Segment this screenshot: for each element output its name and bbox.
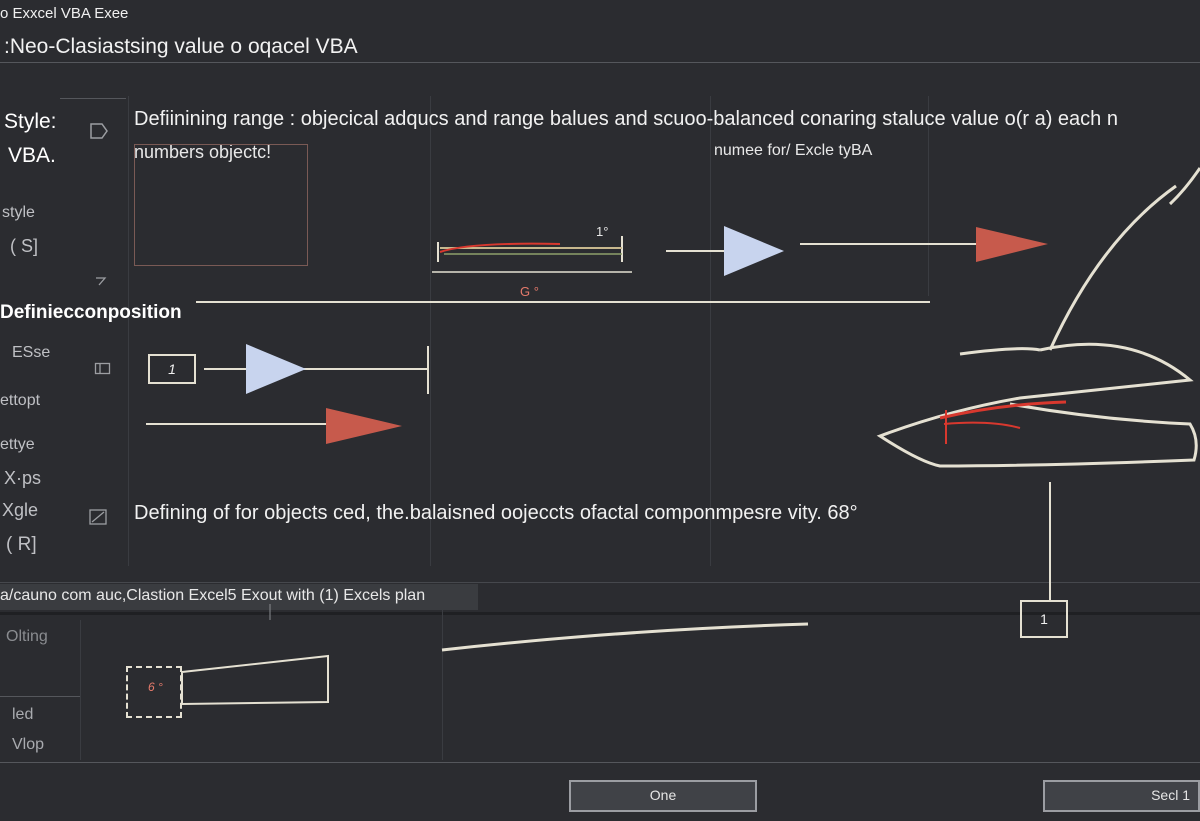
sidebar-xgle[interactable]: Xgle bbox=[2, 500, 39, 520]
bottom-divider bbox=[0, 762, 1200, 763]
freeform-sketch bbox=[876, 167, 1200, 468]
chevron-icon bbox=[96, 277, 107, 286]
blue-arrow-middle bbox=[204, 344, 429, 394]
right-number-box[interactable]: 1 bbox=[1020, 600, 1068, 638]
window-title: o Exxcel VBA Exee bbox=[0, 5, 129, 22]
sidebar-xps[interactable]: X·ps bbox=[4, 468, 42, 488]
sidebar-bracket-s: ( S] bbox=[10, 236, 39, 256]
lower-vline-2 bbox=[442, 600, 443, 760]
grid-vline-2 bbox=[430, 96, 431, 566]
content-line-2-right: numee for/ Excle tyBA bbox=[714, 142, 873, 159]
content-divider bbox=[0, 582, 1200, 583]
sidebar-section-title: Definiecconposition bbox=[0, 302, 182, 323]
marker-top: 1° bbox=[596, 224, 609, 239]
sidebar-ettopt[interactable]: ettopt bbox=[0, 392, 41, 409]
footer-strip-text: a/cauno com auc,Clastion Excel5 Exout wi… bbox=[0, 587, 426, 604]
secl-button[interactable]: Secl 1 bbox=[1043, 780, 1200, 812]
marker-g: G ° bbox=[520, 284, 539, 299]
sidebar-style-label: Style: bbox=[4, 110, 57, 133]
lower-side-item-2[interactable]: led bbox=[12, 706, 34, 723]
sidebar-vba-label: VBA. bbox=[8, 144, 56, 167]
footer-strip-bg bbox=[0, 584, 478, 610]
grid-vline-1 bbox=[128, 96, 129, 566]
page-subtitle: :Neo-Clasiastsing value o oqacel VBA bbox=[4, 35, 358, 58]
red-arrow-middle bbox=[146, 408, 402, 444]
one-button[interactable]: One bbox=[569, 780, 757, 812]
blue-arrow-top bbox=[666, 226, 784, 276]
content-line-2-left: numbers objectc! bbox=[134, 142, 272, 162]
footer-strip-divider bbox=[0, 612, 1200, 615]
grid-vline-3 bbox=[710, 96, 711, 566]
lower-diagonal bbox=[441, 622, 809, 652]
defining-line: Defining of for objects ced, the.balaisn… bbox=[134, 502, 858, 524]
side-divider-top bbox=[60, 98, 126, 99]
lower-side-item-1[interactable]: Olting bbox=[6, 628, 48, 645]
lower-side-item-3[interactable]: Vlop bbox=[12, 736, 45, 753]
edit-icon[interactable] bbox=[88, 508, 110, 526]
panel-icon[interactable] bbox=[94, 362, 112, 376]
sidebar-ettye[interactable]: ettye bbox=[0, 436, 35, 453]
sidebar-bracket-r: ( R] bbox=[6, 534, 37, 555]
content-line-1: Defiinining range : objecical adqucs and… bbox=[134, 108, 1118, 130]
number-box[interactable]: 1 bbox=[148, 354, 196, 384]
range-bar bbox=[432, 236, 632, 273]
lower-vline-1 bbox=[80, 620, 81, 760]
funnel-shape bbox=[181, 654, 329, 706]
grid-vline-4 bbox=[928, 96, 929, 296]
header-divider bbox=[0, 62, 1200, 63]
preview-box bbox=[134, 144, 308, 266]
red-arrow-top bbox=[800, 227, 1048, 262]
sidebar-esse[interactable]: ESse bbox=[12, 344, 51, 361]
sidebar-style-small[interactable]: style bbox=[2, 204, 35, 221]
tab-arrow-icon[interactable] bbox=[88, 122, 110, 140]
lower-side-divider bbox=[0, 696, 80, 697]
